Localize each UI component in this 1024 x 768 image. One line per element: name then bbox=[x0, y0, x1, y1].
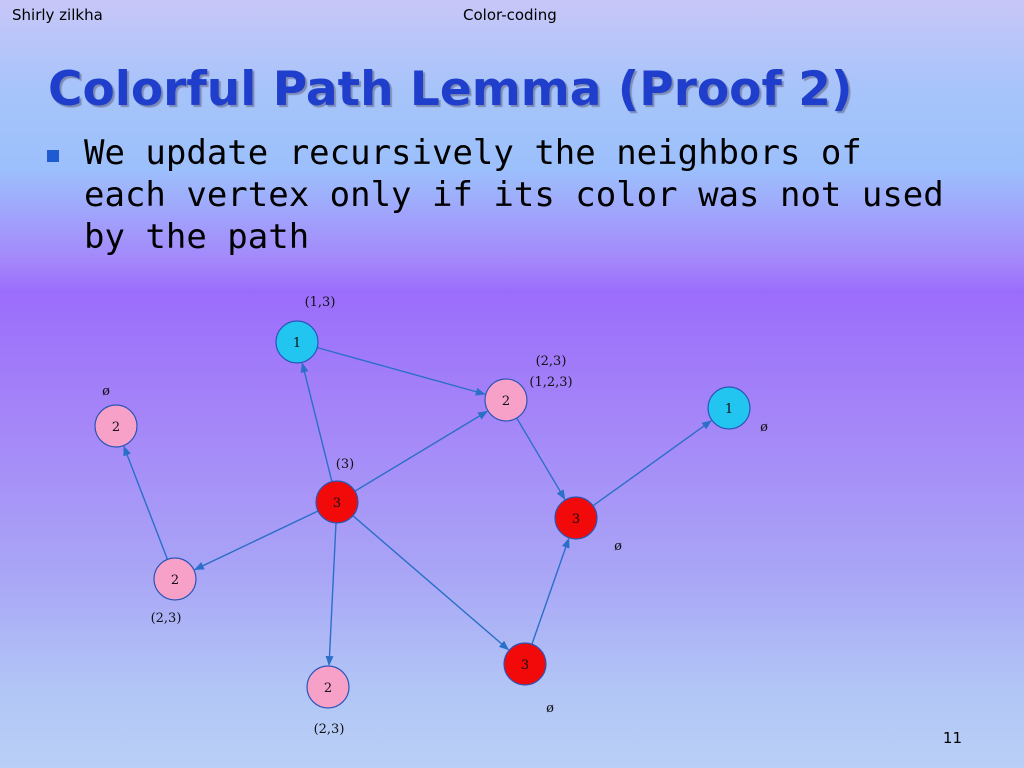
vertex-bottom-right: 3 bbox=[503, 642, 547, 686]
header-topic: Color-coding bbox=[463, 6, 557, 24]
edge-bottom-left-to-left bbox=[123, 445, 169, 560]
vertex-circle bbox=[153, 557, 197, 601]
vertex-label: 3 bbox=[521, 658, 529, 673]
vertex-bottom: 2 bbox=[306, 665, 350, 709]
vertex-circle bbox=[707, 386, 751, 430]
vertex-annotation: (2,3) bbox=[536, 354, 567, 369]
vertex-annotation: ø bbox=[760, 420, 768, 435]
vertices-layer: 1 2 1 2 3 3 2 3 2 bbox=[94, 320, 751, 709]
vertex-label: 1 bbox=[293, 336, 301, 351]
vertex-label: 3 bbox=[333, 496, 341, 511]
vertex-annotation: (1,2,3) bbox=[529, 375, 572, 390]
vertex-center-top: 2 bbox=[484, 378, 528, 422]
vertex-top: 1 bbox=[275, 320, 319, 364]
bullet-square-icon bbox=[47, 150, 59, 162]
edge-center-top-to-mid-right bbox=[516, 417, 566, 500]
vertex-circle bbox=[554, 496, 598, 540]
vertex-bottom-left: 2 bbox=[153, 557, 197, 601]
vertex-circle bbox=[94, 404, 138, 448]
edge-center-to-top bbox=[300, 362, 333, 482]
vertex-label: 2 bbox=[112, 420, 120, 435]
vertex-mid-right: 3 bbox=[554, 496, 598, 540]
slide-number: 11 bbox=[942, 729, 962, 747]
vertex-center: 3 bbox=[315, 480, 359, 524]
edge-center-to-center-top bbox=[354, 410, 489, 492]
vertex-annotation: ø bbox=[102, 384, 110, 399]
edges-layer bbox=[123, 346, 712, 667]
edge-top-to-center-top bbox=[317, 346, 486, 396]
vertex-annotation: (2,3) bbox=[151, 611, 182, 626]
edge-center-to-bottom-right bbox=[352, 515, 510, 651]
vertex-circle bbox=[306, 665, 350, 709]
vertex-left: 2 bbox=[94, 404, 138, 448]
vertex-circle bbox=[503, 642, 547, 686]
vertex-annotation: ø bbox=[546, 701, 554, 716]
edge-center-to-bottom bbox=[325, 522, 337, 667]
vertex-label: 1 bbox=[725, 402, 733, 417]
annotations-layer: (1,3) (2,3) (1,2,3) ø ø (3) ø (2,3) ø (2,3) bbox=[102, 295, 768, 737]
vertex-circle bbox=[484, 378, 528, 422]
vertex-annotation: (2,3) bbox=[314, 722, 345, 737]
vertex-label: 3 bbox=[572, 512, 580, 527]
vertex-label: 2 bbox=[171, 573, 179, 588]
vertex-annotation: ø bbox=[614, 539, 622, 554]
vertex-annotation: (3) bbox=[336, 457, 354, 472]
vertex-circle bbox=[315, 480, 359, 524]
bullet-text: We update recursively the neighbors of e… bbox=[84, 133, 944, 257]
edge-center-to-bottom-left bbox=[193, 510, 319, 571]
vertex-annotation: (1,3) bbox=[305, 295, 336, 310]
vertex-label: 2 bbox=[502, 394, 510, 409]
edge-mid-right-to-right bbox=[592, 420, 712, 507]
vertex-label: 2 bbox=[324, 681, 332, 696]
vertex-circle bbox=[275, 320, 319, 364]
vertex-right: 1 bbox=[707, 386, 751, 430]
header-author: Shirly zilkha bbox=[12, 6, 103, 24]
edge-bottom-right-to-mid-right bbox=[531, 537, 570, 645]
slide-title: Colorful Path Lemma (Proof 2) bbox=[48, 62, 853, 117]
